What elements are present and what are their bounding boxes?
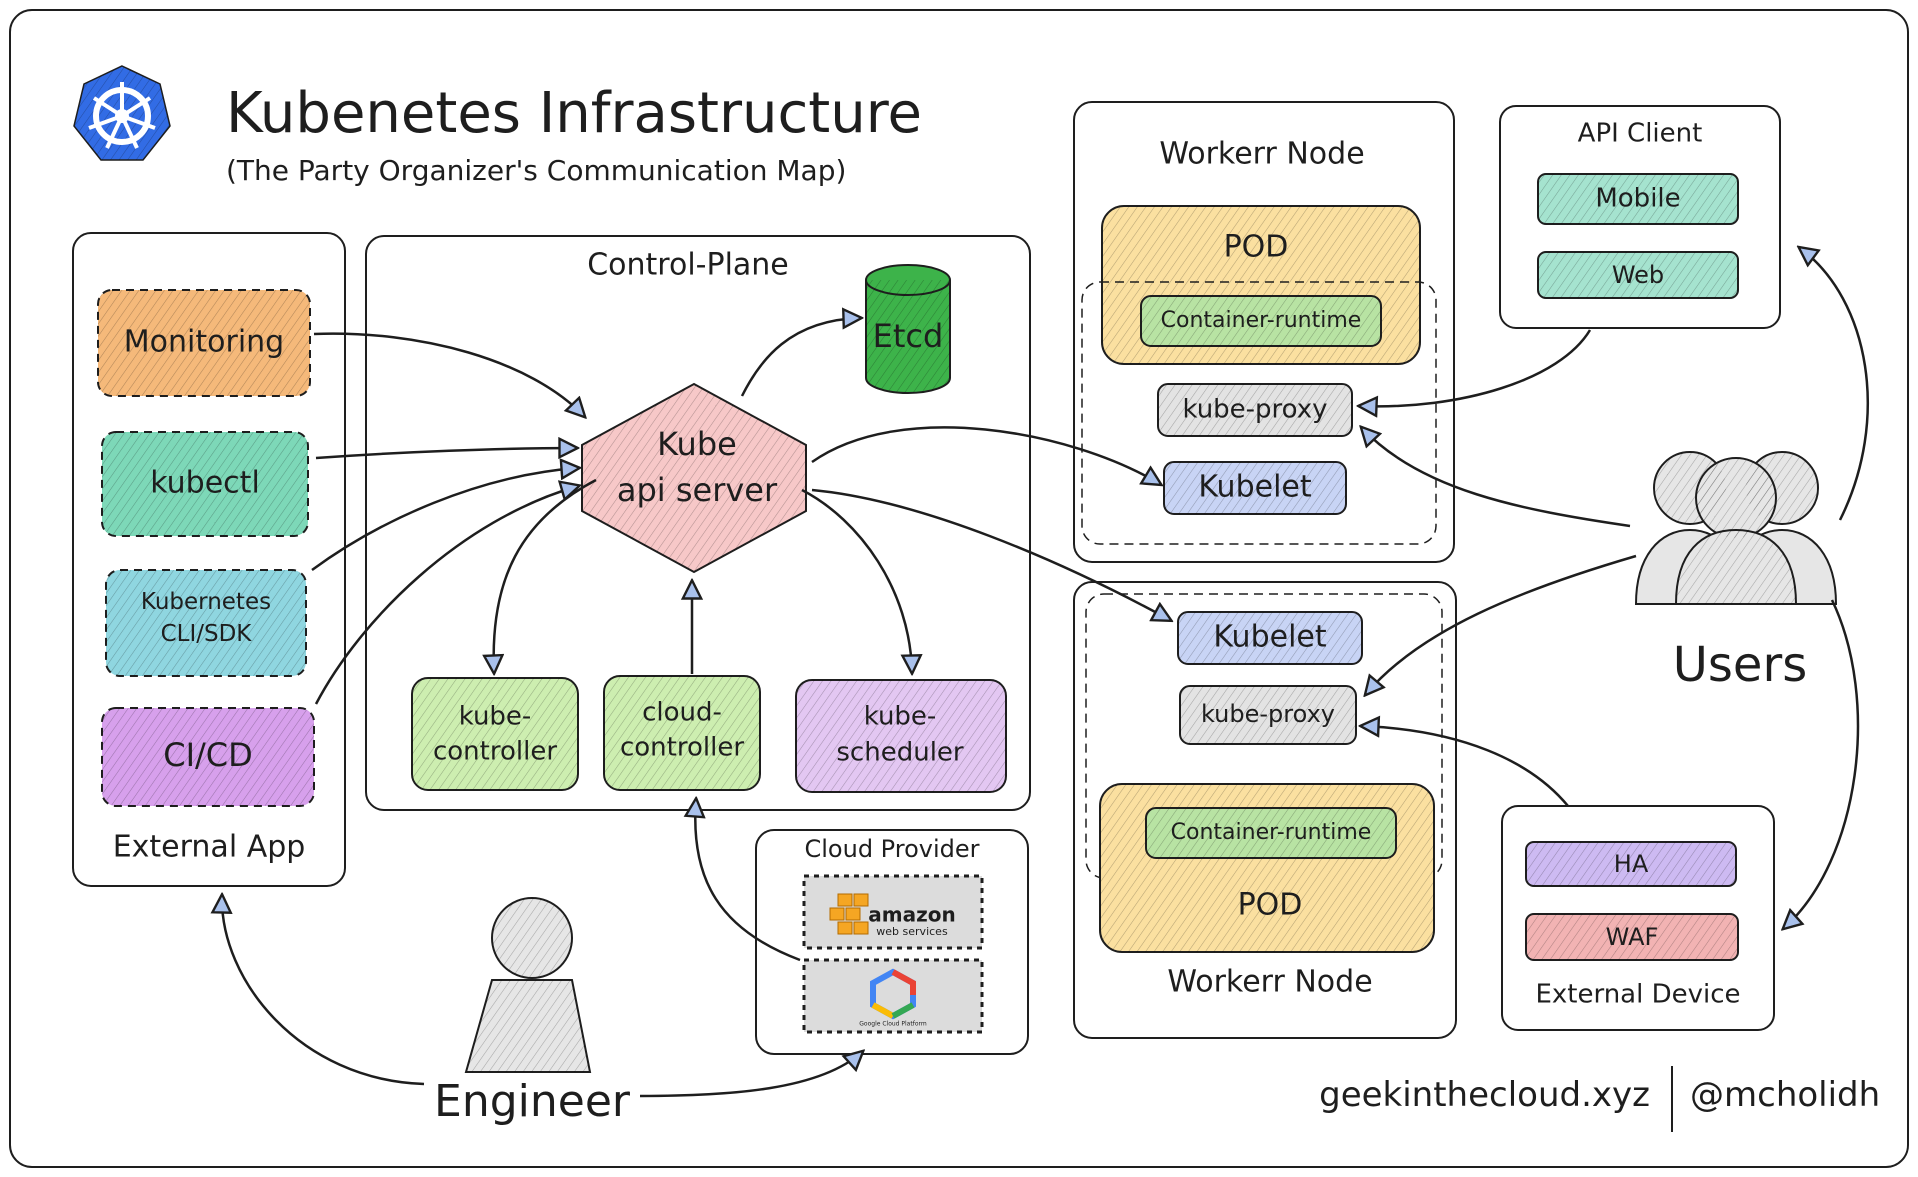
kubectl-box: kubectl xyxy=(101,431,309,537)
kubelet-2: Kubelet xyxy=(1177,611,1363,665)
control-plane-group: Control-Plane Etcd Kube api server kube-… xyxy=(365,235,1031,811)
container-runtime-2: Container-runtime xyxy=(1145,807,1397,859)
cloud-controller-box: cloud- controller xyxy=(603,675,761,791)
container-runtime-1: Container-runtime xyxy=(1140,295,1382,347)
cloud-controller-label-line1: cloud- xyxy=(642,698,722,728)
cicd-label: CI/CD xyxy=(163,736,253,774)
arrow-api-to-kubelet-2 xyxy=(811,488,1170,620)
cloud-provider-label: Cloud Provider xyxy=(805,835,980,863)
worker-node-1-label: Workerr Node xyxy=(1159,137,1364,172)
users-label: Users xyxy=(1673,637,1807,693)
arrow-cicd-to-api xyxy=(314,486,578,705)
api-client-group: API Client Mobile Web xyxy=(1499,105,1781,329)
cloud-provider-group: Cloud Provider amazon web services xyxy=(755,829,1029,1055)
gcp-logo: Google Cloud Platform xyxy=(802,958,984,1034)
worker-node-1-boundary xyxy=(1081,281,1437,545)
kubelet-1-label: Kubelet xyxy=(1198,470,1311,505)
external-app-label: External App xyxy=(113,830,306,865)
gcp-hexagon-icon xyxy=(870,968,916,1020)
kubernetes-logo-icon xyxy=(73,65,171,161)
kube-controller-label-line2: controller xyxy=(433,737,557,767)
kubectl-label: kubectl xyxy=(150,466,260,501)
ha-item: HA xyxy=(1525,841,1737,887)
container-runtime-2-label: Container-runtime xyxy=(1171,820,1372,845)
ha-label: HA xyxy=(1614,850,1649,878)
worker-node-2: Kubelet kube-proxy POD Container-runtime… xyxy=(1073,581,1457,1039)
kube-controller-box: kube- controller xyxy=(411,677,579,791)
aws-logo-subtext: web services xyxy=(876,925,948,938)
arrow-engineer-to-external-app xyxy=(222,896,425,1086)
waf-item: WAF xyxy=(1525,913,1739,961)
worker-node-1: Workerr Node POD Container-runtime kube-… xyxy=(1073,101,1455,563)
control-plane-label: Control-Plane xyxy=(587,248,789,283)
kube-scheduler-label-line1: kube- xyxy=(864,702,937,732)
arrow-monitoring-to-api xyxy=(313,332,584,416)
kube-controller-label-line1: kube- xyxy=(459,702,532,732)
kubelet-2-label: Kubelet xyxy=(1213,620,1326,655)
page-title: Kubenetes Infrastructure xyxy=(226,81,922,146)
web-item: Web xyxy=(1537,251,1739,299)
connection-arrows xyxy=(222,248,1870,1098)
external-app-group: External App Monitoring kubectl Kubernet… xyxy=(72,232,346,887)
kube-scheduler-box: kube- scheduler xyxy=(795,679,1007,793)
arrow-device-to-proxy-2 xyxy=(1362,726,1569,807)
worker-node-2-label: Workerr Node xyxy=(1167,965,1372,1000)
kube-proxy-1: kube-proxy xyxy=(1157,383,1353,437)
kubelet-1: Kubelet xyxy=(1163,461,1347,515)
arrow-users-to-api-client xyxy=(1800,248,1870,521)
kube-scheduler-label-line2: scheduler xyxy=(836,738,964,768)
footer-site: geekinthecloud.xyz xyxy=(1319,1075,1650,1115)
pod-1-label: POD xyxy=(1224,230,1289,265)
waf-label: WAF xyxy=(1606,923,1659,951)
external-device-group: HA WAF External Device xyxy=(1501,805,1775,1031)
footer-handle: @mcholidh xyxy=(1690,1075,1880,1115)
web-label: Web xyxy=(1612,261,1664,289)
kube-proxy-1-label: kube-proxy xyxy=(1182,395,1327,425)
mobile-label: Mobile xyxy=(1595,184,1680,214)
arrow-users-to-external-device xyxy=(1784,599,1860,928)
arrow-users-to-proxy-2 xyxy=(1366,554,1637,694)
gcp-logo-text: Google Cloud Platform xyxy=(859,1021,927,1028)
aws-cubes-icon xyxy=(829,893,869,935)
external-device-label: External Device xyxy=(1535,980,1740,1010)
arrow-api-to-kube-controller xyxy=(494,478,597,672)
cli-sdk-label: Kubernetes CLI/SDK xyxy=(140,589,272,647)
api-server-label-line1: Kube xyxy=(657,425,737,463)
engineer-icon xyxy=(464,897,592,1073)
arrow-users-to-proxy-1 xyxy=(1362,428,1631,528)
api-server-label-line2: api server xyxy=(617,471,778,509)
arrow-engineer-to-cloud-provider xyxy=(639,1052,862,1098)
arrow-cloud-provider-to-cloud-controller xyxy=(695,800,801,962)
engineer-label: Engineer xyxy=(434,1076,631,1127)
arrow-cli-to-api xyxy=(311,468,578,572)
arrow-api-to-kubelet-1 xyxy=(811,426,1160,484)
arrow-api-client-to-proxy-1 xyxy=(1360,329,1592,406)
cli-sdk-box: Kubernetes CLI/SDK xyxy=(105,569,307,677)
arrow-kubectl-to-api xyxy=(315,448,576,460)
cloud-controller-label-line2: controller xyxy=(620,733,744,763)
pod-2-label: POD xyxy=(1238,888,1303,923)
kube-proxy-2: kube-proxy xyxy=(1179,685,1357,745)
monitoring-box: Monitoring xyxy=(97,289,311,397)
users-icon xyxy=(1634,451,1838,605)
arrow-api-to-scheduler xyxy=(801,488,912,672)
kube-api-server: Kube api server xyxy=(581,382,807,574)
kube-proxy-2-label: kube-proxy xyxy=(1201,700,1335,728)
aws-logo: amazon web services xyxy=(802,874,984,950)
aws-logo-text: amazon xyxy=(868,903,955,927)
api-client-label: API Client xyxy=(1578,119,1703,149)
page-subtitle: (The Party Organizer's Communication Map… xyxy=(226,154,846,187)
arrow-api-to-etcd xyxy=(740,318,860,397)
cicd-box: CI/CD xyxy=(101,707,315,807)
mobile-item: Mobile xyxy=(1537,173,1739,225)
etcd-label: Etcd xyxy=(873,317,944,355)
etcd-database-icon: Etcd xyxy=(865,264,951,394)
container-runtime-1-label: Container-runtime xyxy=(1161,308,1362,333)
monitoring-label: Monitoring xyxy=(124,325,284,360)
